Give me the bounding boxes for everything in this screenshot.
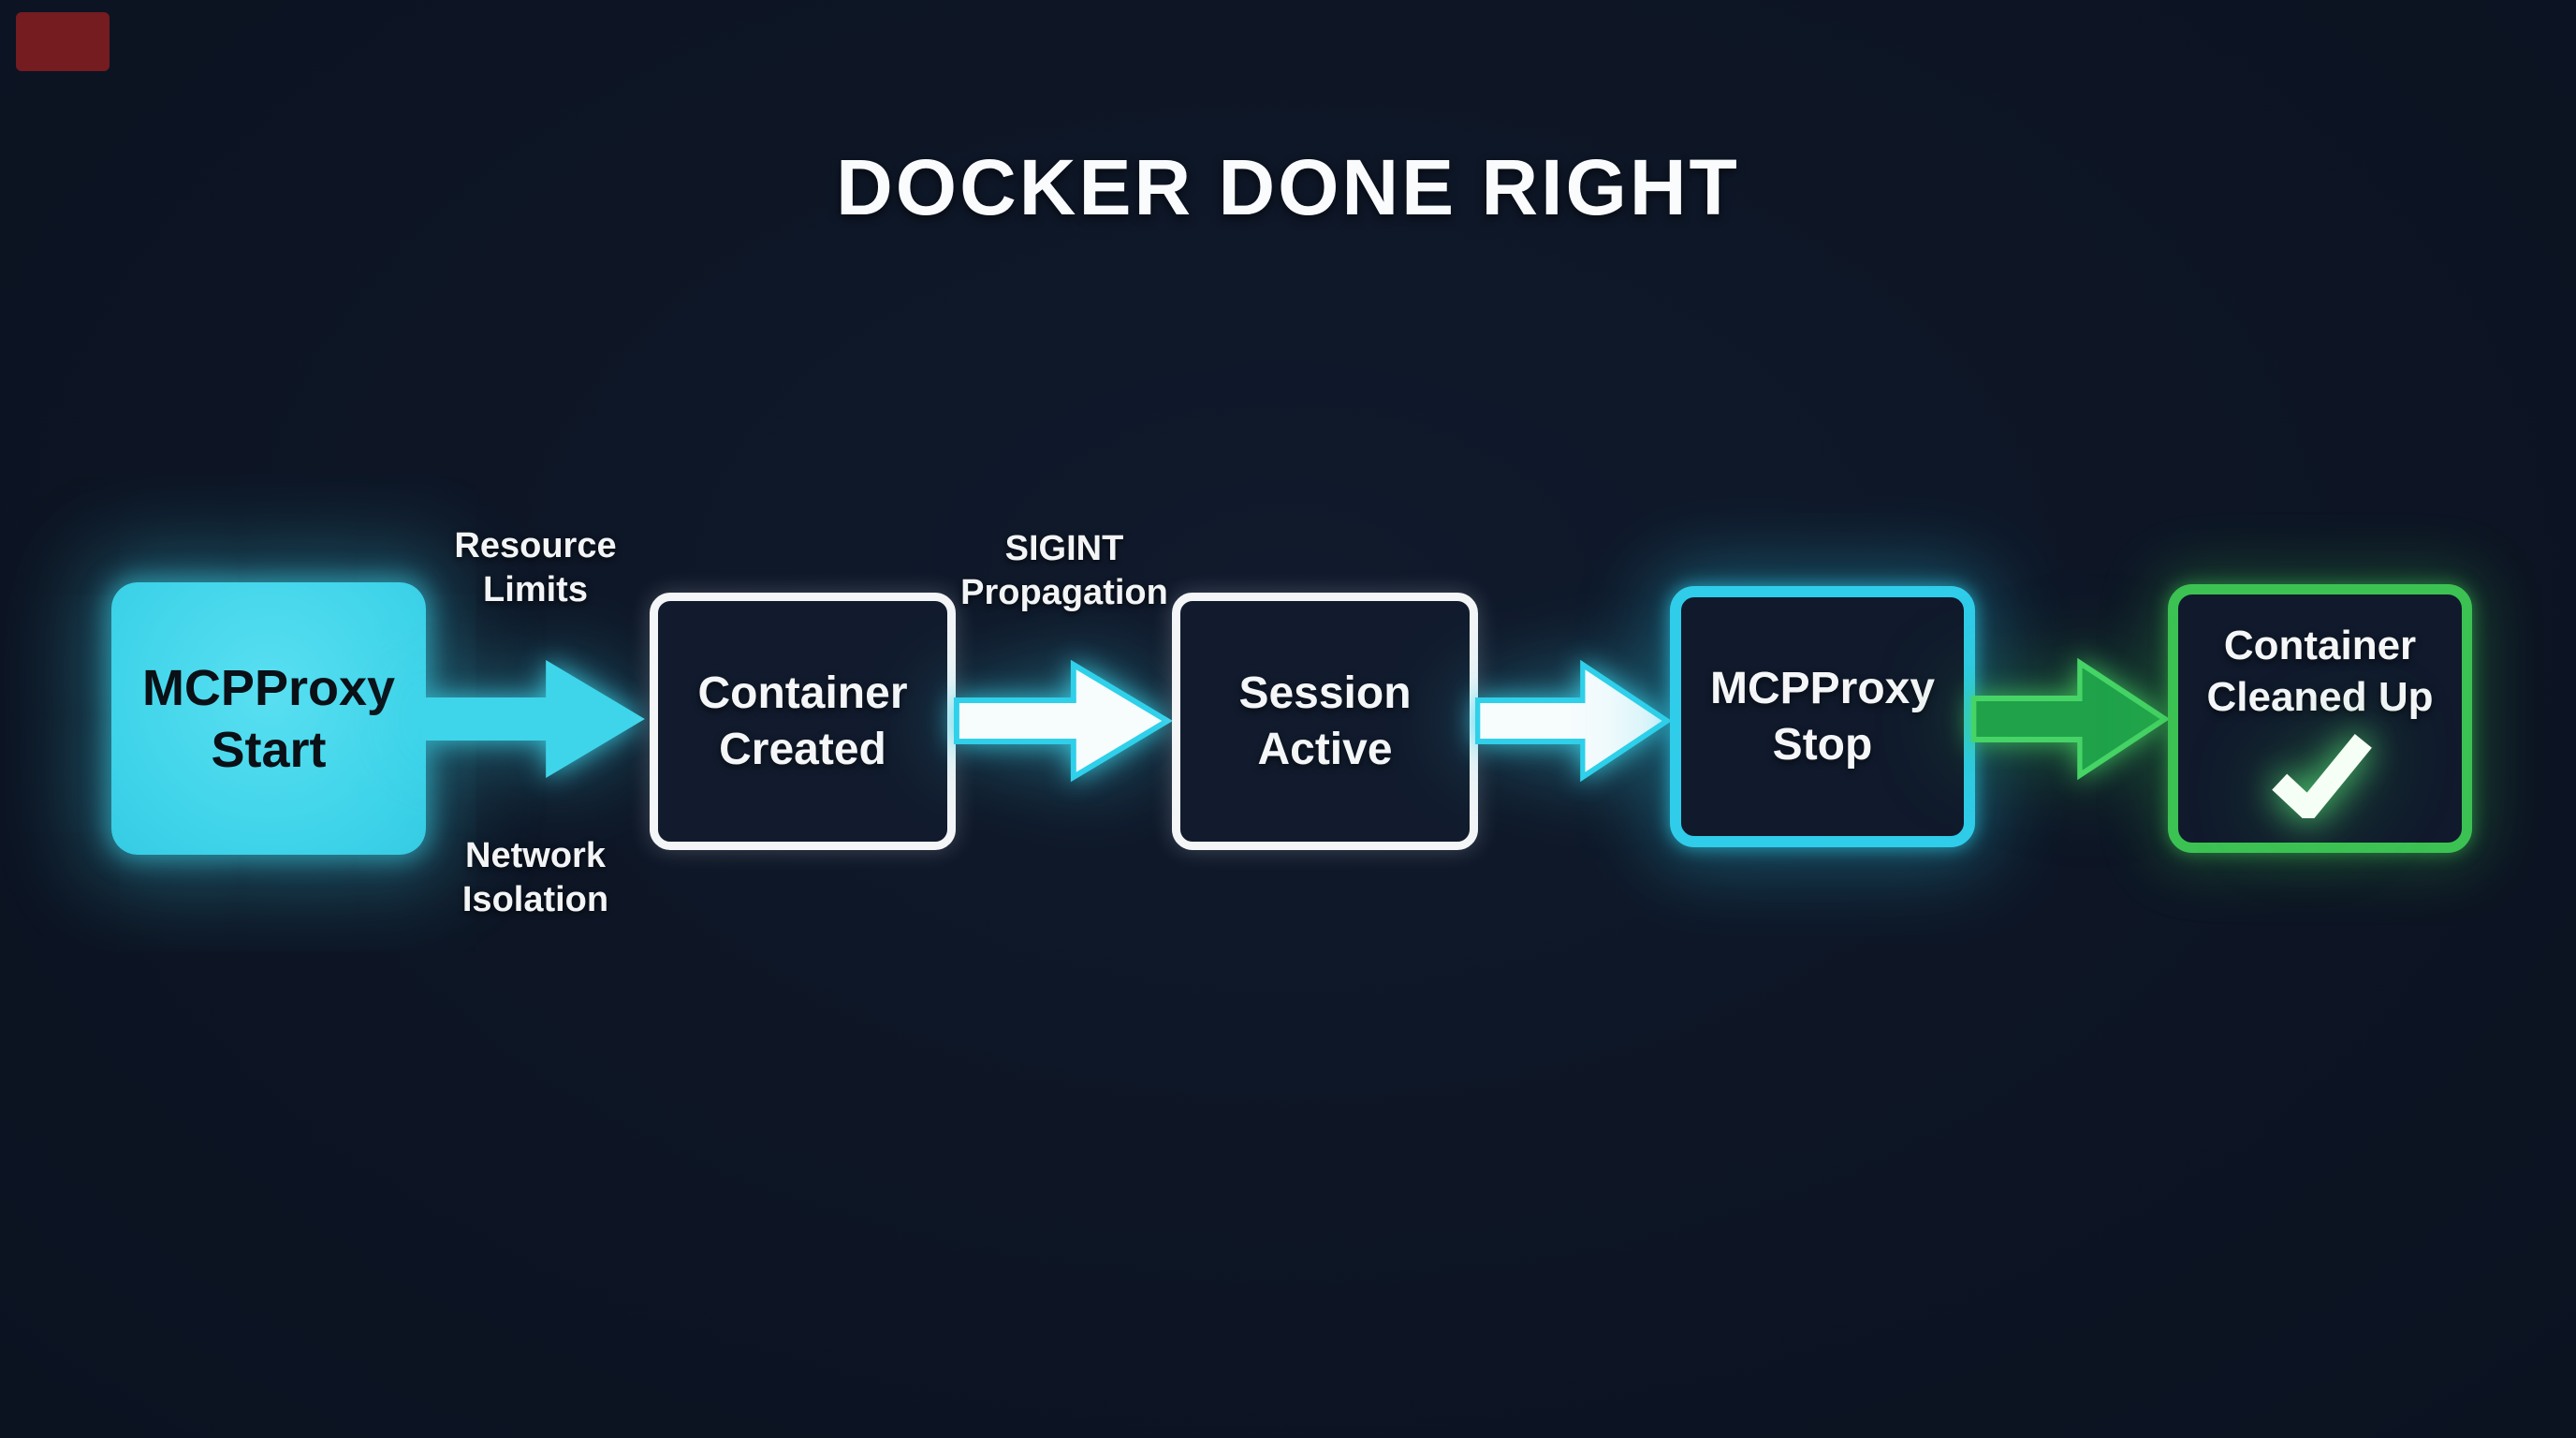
node-label-line: Session	[1238, 668, 1412, 718]
diagram-title: DOCKER DONE RIGHT	[836, 143, 1740, 231]
check-icon	[2268, 732, 2373, 825]
flow-arrow-stop-to-cleaned	[1971, 653, 2172, 785]
node-label-line: Stop	[1772, 719, 1873, 770]
node-label-line: Created	[719, 724, 886, 774]
edge-label-resource-limits: Resource Limits	[404, 524, 666, 612]
edge-label-line: Propagation	[960, 573, 1168, 612]
node-label-line: Container	[697, 668, 908, 718]
node-label-line: MCPProxy	[1709, 663, 1936, 713]
node-mcpproxy-stop: MCPProxy Stop	[1670, 586, 1975, 847]
flow-arrow-start-to-created	[422, 653, 651, 785]
node-label-line: MCPProxy	[141, 659, 396, 716]
edge-label-line: Network	[465, 836, 606, 875]
edge-label-sigint-propagation: SIGINT Propagation	[886, 527, 1242, 615]
red-corner-badge	[16, 12, 110, 71]
node-mcpproxy-start: MCPProxy Start	[111, 582, 426, 855]
node-label-line: Active	[1257, 724, 1393, 774]
node-session-active: Session Active	[1172, 593, 1478, 850]
node-container-cleaned-up: Container Cleaned Up	[2168, 584, 2472, 853]
edge-label-line: SIGINT	[1004, 529, 1124, 568]
node-label-line: Cleaned Up	[2206, 673, 2434, 720]
node-label-line: Container	[2223, 622, 2417, 668]
edge-label-line: Limits	[483, 570, 588, 609]
flow-arrow-active-to-stop	[1475, 655, 1674, 786]
flow-arrow-created-to-active	[954, 655, 1175, 786]
node-container-created: Container Created	[650, 593, 956, 850]
edge-label-line: Isolation	[461, 880, 609, 919]
node-label-line: Start	[211, 721, 327, 778]
edge-label-line: Resource	[454, 526, 617, 565]
edge-label-network-isolation: Network Isolation	[404, 834, 666, 922]
